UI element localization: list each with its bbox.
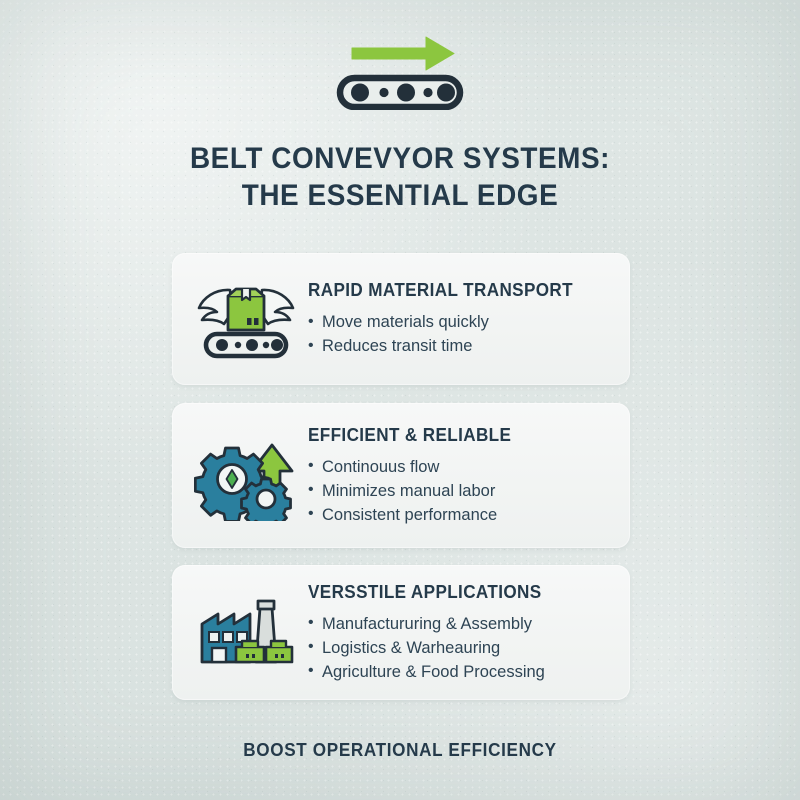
card-bullet-list: Continouus flow Minimizes manual labor C… [308, 454, 612, 527]
title-line-1: BELT CONVEVYOR SYSTEMS: [189, 142, 611, 175]
card-bullet-list: Manufactururing & Assembly Logistics & W… [308, 611, 612, 684]
card-content: VERSSTILE APPLICATIONS Manufactururing &… [306, 582, 612, 684]
card-bullet-list: Move materials quickly Reduces transit t… [308, 310, 612, 358]
card-content: EFFICIENT & RELIABLE Continouus flow Min… [306, 425, 612, 527]
list-item: Manufactururing & Assembly [308, 611, 612, 636]
list-item: Reduces transit time [308, 334, 612, 358]
conveyor-belt-glyph [203, 331, 289, 359]
winged-box-on-conveyor-icon [186, 276, 306, 362]
footer: BOOST OPERATIONAL EFFICIENCY [0, 740, 800, 761]
winged-box-conveyor-glyph [197, 287, 295, 359]
header-conveyor-icon [0, 28, 800, 110]
benefit-card-versstile-applications[interactable]: VERSSTILE APPLICATIONS Manufactururing &… [172, 565, 630, 700]
card-content: RAPID MATERIAL TRANSPORT Move materials … [306, 280, 612, 358]
footer-tagline: BOOST OPERATIONAL EFFICIENCY [243, 740, 557, 760]
page-title: BELT CONVEVYOR SYSTEMS: THE ESSENTIAL ED… [0, 140, 800, 214]
list-item: Agriculture & Food Processing [308, 659, 612, 684]
card-heading: VERSSTILE APPLICATIONS [308, 581, 542, 602]
conveyor-belt-arrow-icon [336, 36, 464, 110]
crates-glyph [234, 639, 294, 663]
benefit-card-efficient-reliable[interactable]: EFFICIENT & RELIABLE Continouus flow Min… [172, 403, 630, 548]
package-box-glyph [226, 287, 266, 332]
list-item: Consistent performance [308, 502, 612, 527]
green-arrow-glyph [351, 36, 455, 71]
card-heading: EFFICIENT & RELIABLE [308, 424, 512, 445]
card-heading: RAPID MATERIAL TRANSPORT [308, 280, 573, 300]
factory-glyph [200, 599, 294, 663]
list-item: Logistics & Warheauring [308, 635, 612, 660]
gears-with-up-arrow-icon [186, 431, 306, 521]
list-item: Move materials quickly [308, 310, 612, 334]
gears-arrow-glyph [194, 443, 294, 521]
conveyor-belt-glyph [336, 74, 464, 110]
list-item: Minimizes manual labor [308, 478, 612, 503]
small-gear-glyph [240, 477, 292, 521]
wings-glyph [197, 288, 295, 326]
title-line-2: THE ESSENTIAL EDGE [241, 179, 559, 212]
factory-with-boxes-icon [186, 590, 306, 676]
benefit-card-rapid-material-transport[interactable]: RAPID MATERIAL TRANSPORT Move materials … [172, 253, 630, 385]
list-item: Continouus flow [308, 454, 612, 479]
